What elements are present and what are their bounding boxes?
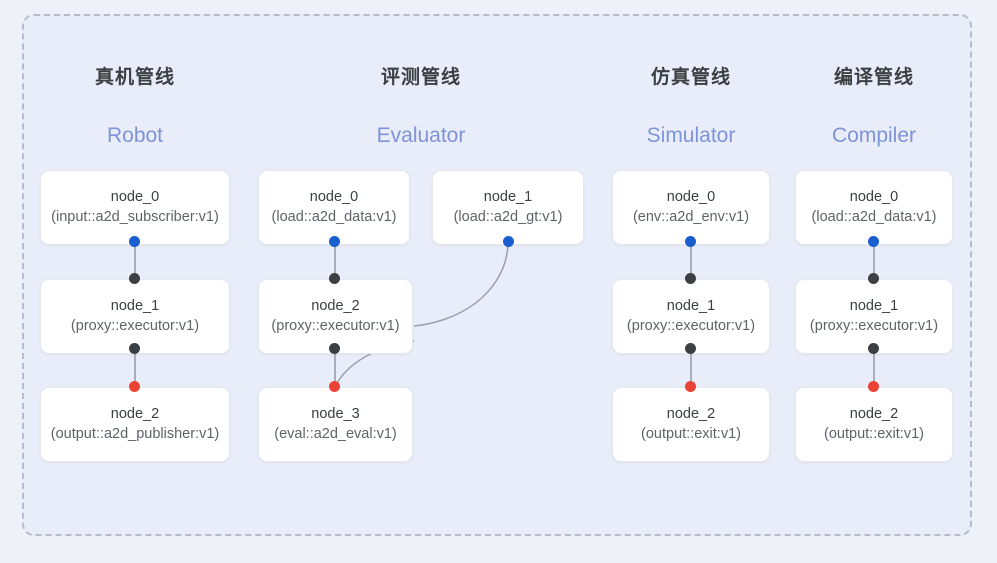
edge-simulator-0-1 [690, 241, 692, 280]
node-evaluator-0[interactable]: node_0 (load::a2d_data:v1) [258, 170, 410, 245]
port-sink-evaluator-3[interactable] [329, 381, 340, 392]
node-robot-2[interactable]: node_2 (output::a2d_publisher:v1) [40, 387, 230, 462]
port-relay-compiler-1-out[interactable] [868, 343, 879, 354]
node-evaluator-2[interactable]: node_2 (proxy::executor:v1) [258, 279, 413, 354]
node-type: (input::a2d_subscriber:v1) [51, 209, 219, 225]
node-id: node_1 [849, 298, 899, 314]
edge-compiler-0-1 [873, 241, 875, 280]
node-id: node_2 [311, 298, 360, 314]
node-compiler-0[interactable]: node_0 (load::a2d_data:v1) [795, 170, 953, 245]
pipeline-column-simulator: 仿真管线 Simulator node_0 (env::a2d_env:v1) … [612, 0, 770, 563]
node-compiler-1[interactable]: node_1 (proxy::executor:v1) [795, 279, 953, 354]
column-title-cn-compiler: 编译管线 [833, 67, 914, 88]
port-relay-compiler-1-in[interactable] [868, 273, 879, 284]
node-type: (proxy::executor:v1) [626, 318, 756, 334]
port-sink-robot-2[interactable] [129, 381, 140, 392]
node-type: (output::a2d_publisher:v1) [50, 426, 220, 442]
node-type: (load::a2d_data:v1) [271, 209, 397, 225]
column-title-en-robot: Robot [106, 124, 164, 147]
port-relay-simulator-1-out[interactable] [685, 343, 696, 354]
node-type: (load::a2d_gt:v1) [453, 209, 563, 225]
node-type: (output::exit:v1) [824, 426, 924, 442]
column-title-cn-evaluator: 评测管线 [380, 67, 461, 88]
node-simulator-1[interactable]: node_1 (proxy::executor:v1) [612, 279, 770, 354]
edge-robot-1-2 [134, 348, 136, 387]
column-title-en-evaluator: Evaluator [376, 124, 466, 147]
node-id: node_2 [666, 406, 716, 422]
edge-compiler-1-2 [873, 348, 875, 387]
node-type: (env::a2d_env:v1) [632, 209, 750, 225]
node-compiler-2[interactable]: node_2 (output::exit:v1) [795, 387, 953, 462]
port-source-evaluator-0[interactable] [329, 236, 340, 247]
column-title-cn-simulator: 仿真管线 [650, 67, 731, 88]
node-type: (proxy::executor:v1) [809, 318, 939, 334]
edge-eval-0-2 [334, 241, 336, 280]
node-id: node_0 [110, 189, 160, 205]
node-id: node_0 [666, 189, 716, 205]
column-title-cn-robot: 真机管线 [94, 67, 175, 88]
port-source-robot-0[interactable] [129, 236, 140, 247]
port-relay-evaluator-2-in[interactable] [329, 273, 340, 284]
edge-eval-2-3 [334, 348, 336, 387]
node-id: node_1 [483, 189, 533, 205]
node-type: (output::exit:v1) [641, 426, 741, 442]
node-type: (proxy::executor:v1) [70, 318, 200, 334]
port-relay-evaluator-2-out[interactable] [329, 343, 340, 354]
node-type: (load::a2d_data:v1) [811, 209, 937, 225]
node-simulator-0[interactable]: node_0 (env::a2d_env:v1) [612, 170, 770, 245]
node-robot-0[interactable]: node_0 (input::a2d_subscriber:v1) [40, 170, 230, 245]
pipeline-column-evaluator: 评测管线 Evaluator node_0 (load::a2d_data:v1… [258, 0, 584, 563]
port-relay-simulator-1-in[interactable] [685, 273, 696, 284]
port-relay-robot-1-in[interactable] [129, 273, 140, 284]
node-evaluator-1[interactable]: node_1 (load::a2d_gt:v1) [432, 170, 584, 245]
node-id: node_0 [309, 189, 359, 205]
edge-simulator-1-2 [690, 348, 692, 387]
column-title-en-simulator: Simulator [646, 124, 736, 147]
node-simulator-2[interactable]: node_2 (output::exit:v1) [612, 387, 770, 462]
column-title-en-compiler: Compiler [831, 124, 917, 147]
node-type: (eval::a2d_eval:v1) [274, 426, 397, 442]
node-id: node_2 [849, 406, 899, 422]
edge-robot-0-1 [134, 241, 136, 280]
port-source-evaluator-1[interactable] [503, 236, 514, 247]
node-id: node_3 [311, 406, 360, 422]
node-id: node_1 [110, 298, 160, 314]
port-source-compiler-0[interactable] [868, 236, 879, 247]
node-id: node_0 [849, 189, 899, 205]
port-sink-compiler-2[interactable] [868, 381, 879, 392]
node-type: (proxy::executor:v1) [271, 318, 400, 334]
port-relay-robot-1-out[interactable] [129, 343, 140, 354]
node-id: node_1 [666, 298, 716, 314]
pipeline-column-compiler: 编译管线 Compiler node_0 (load::a2d_data:v1)… [795, 0, 953, 563]
node-evaluator-3[interactable]: node_3 (eval::a2d_eval:v1) [258, 387, 413, 462]
pipeline-column-robot: 真机管线 Robot node_0 (input::a2d_subscriber… [40, 0, 230, 563]
port-sink-simulator-2[interactable] [685, 381, 696, 392]
node-id: node_2 [110, 406, 160, 422]
port-source-simulator-0[interactable] [685, 236, 696, 247]
